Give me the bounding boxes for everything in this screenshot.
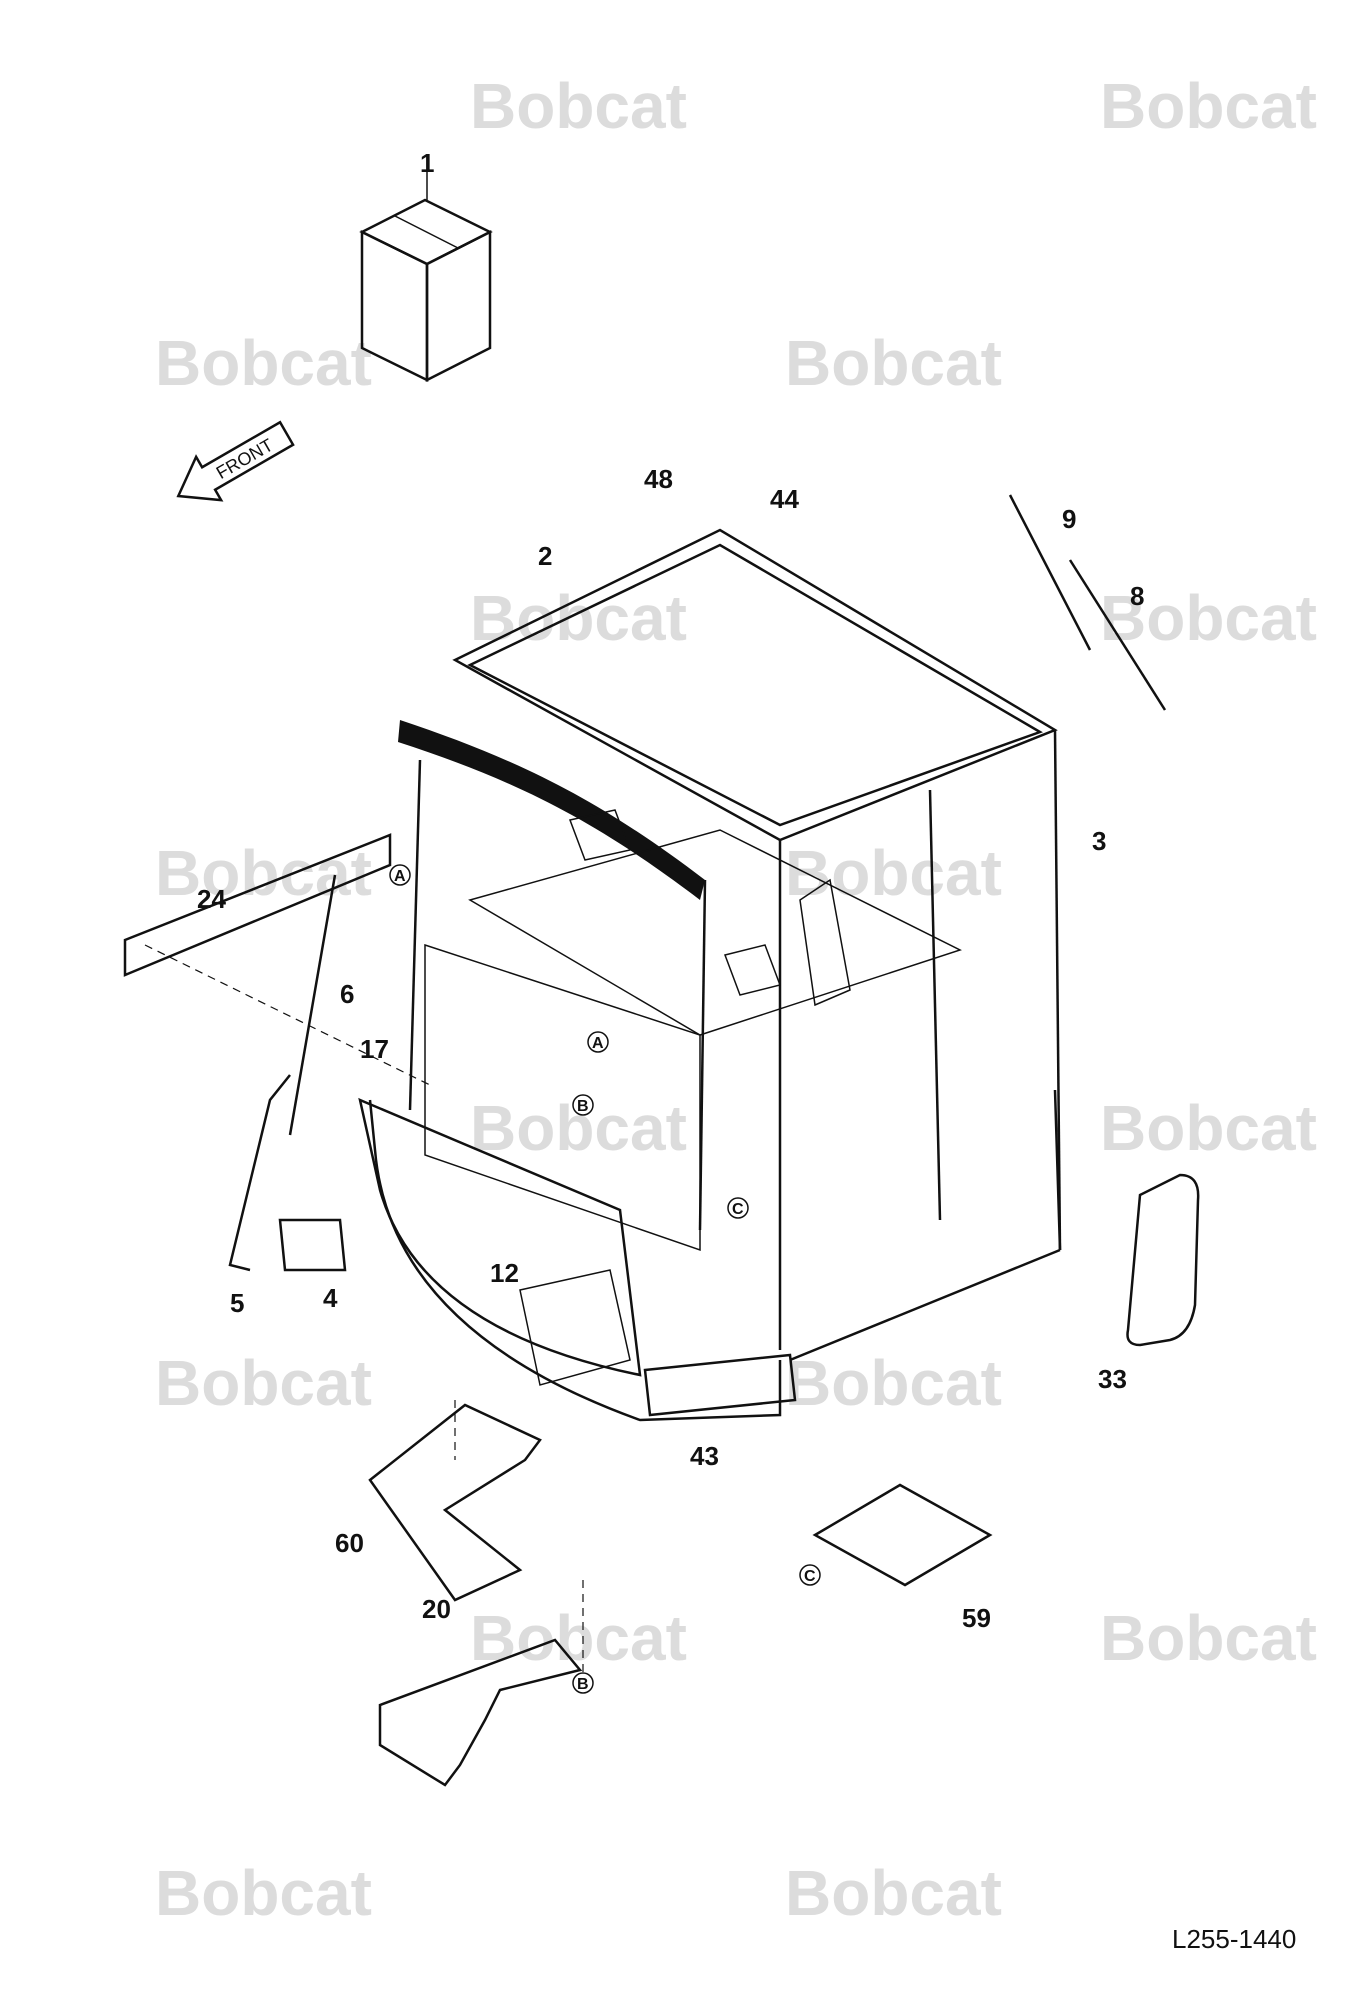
watermark-text: Bobcat: [785, 1347, 1002, 1419]
watermark-text: Bobcat: [1100, 1092, 1317, 1164]
headliner-seal: [398, 720, 705, 900]
ref-letter: B: [577, 1098, 589, 1115]
cab-frame: [358, 528, 1062, 1422]
reference-line: [144, 944, 431, 1086]
trim-panel: [123, 833, 392, 977]
ref-letter: A: [592, 1035, 604, 1052]
callout: 6: [340, 979, 354, 1009]
callout: 17: [360, 1034, 389, 1064]
callout: 43: [690, 1441, 719, 1471]
ref-letter: C: [732, 1201, 744, 1218]
ref-letter-marker: C: [799, 1564, 821, 1586]
side-window-panel: [1126, 1173, 1200, 1347]
callout: 5: [230, 1288, 244, 1318]
wiper-blade-top: [1008, 494, 1092, 651]
callout: 44: [770, 484, 799, 514]
kit-box: [359, 170, 493, 383]
watermark-text: Bobcat: [155, 1857, 372, 1929]
ref-letter: A: [394, 868, 406, 885]
callout: 8: [1130, 581, 1144, 611]
ref-letter-marker: A: [389, 864, 411, 886]
callout: 12: [490, 1258, 519, 1288]
front-arrow: FRONT: [176, 420, 295, 502]
floor-plate-left: [368, 1403, 542, 1602]
callout: 4: [323, 1283, 338, 1313]
callout-layer: 1 2 9 8 48 44 24 6 5 4 17 60 20 59 33 3 …: [197, 148, 1144, 1633]
watermark-text: Bobcat: [785, 327, 1002, 399]
watermark-text: Bobcat: [1100, 1602, 1317, 1674]
ref-letter-layer: A A B B C C: [389, 864, 821, 1694]
watermark-text: Bobcat: [155, 1347, 372, 1419]
ref-letter-marker: A: [587, 1031, 609, 1053]
ref-letter-marker: B: [572, 1672, 594, 1694]
callout: 33: [1098, 1364, 1127, 1394]
watermark-text: Bobcat: [470, 70, 687, 142]
ref-letter-marker: C: [727, 1197, 749, 1219]
watermark-text: Bobcat: [470, 1602, 687, 1674]
callout: 24: [197, 884, 226, 914]
watermark-text: Bobcat: [1100, 582, 1317, 654]
callout: 3: [1092, 826, 1106, 856]
watermark-text: Bobcat: [785, 1857, 1002, 1929]
watermark-text: Bobcat: [155, 837, 372, 909]
wiper-arm-front: [228, 1074, 291, 1272]
floor-plate-rear: [812, 1483, 993, 1587]
wiper-blade-front: [288, 874, 337, 1136]
watermark-text: Bobcat: [470, 1092, 687, 1164]
wiper-assemblies: [228, 494, 1167, 1272]
watermark-text: Bobcat: [1100, 70, 1317, 142]
watermark-text: Bobcat: [155, 327, 372, 399]
watermark-text: Bobcat: [785, 837, 1002, 909]
callout: 59: [962, 1603, 991, 1633]
callout: 1: [420, 148, 434, 178]
watermark-text: Bobcat: [470, 582, 687, 654]
callout: 20: [422, 1594, 451, 1624]
ref-letter-marker: B: [572, 1094, 594, 1116]
callout: 9: [1062, 504, 1076, 534]
drawing-number: L255-1440: [1172, 1924, 1296, 1954]
callout: 60: [335, 1528, 364, 1558]
wiper-motor: [278, 1218, 347, 1272]
callout: 2: [538, 541, 552, 571]
callout: 48: [644, 464, 673, 494]
floor-plate-lower: [378, 1638, 583, 1787]
ref-letter: B: [577, 1676, 589, 1693]
wiper-arm-top: [1068, 559, 1167, 711]
ref-letter: C: [804, 1568, 816, 1585]
watermark-layer: Bobcat Bobcat Bobcat Bobcat Bobcat Bobca…: [155, 70, 1317, 1929]
